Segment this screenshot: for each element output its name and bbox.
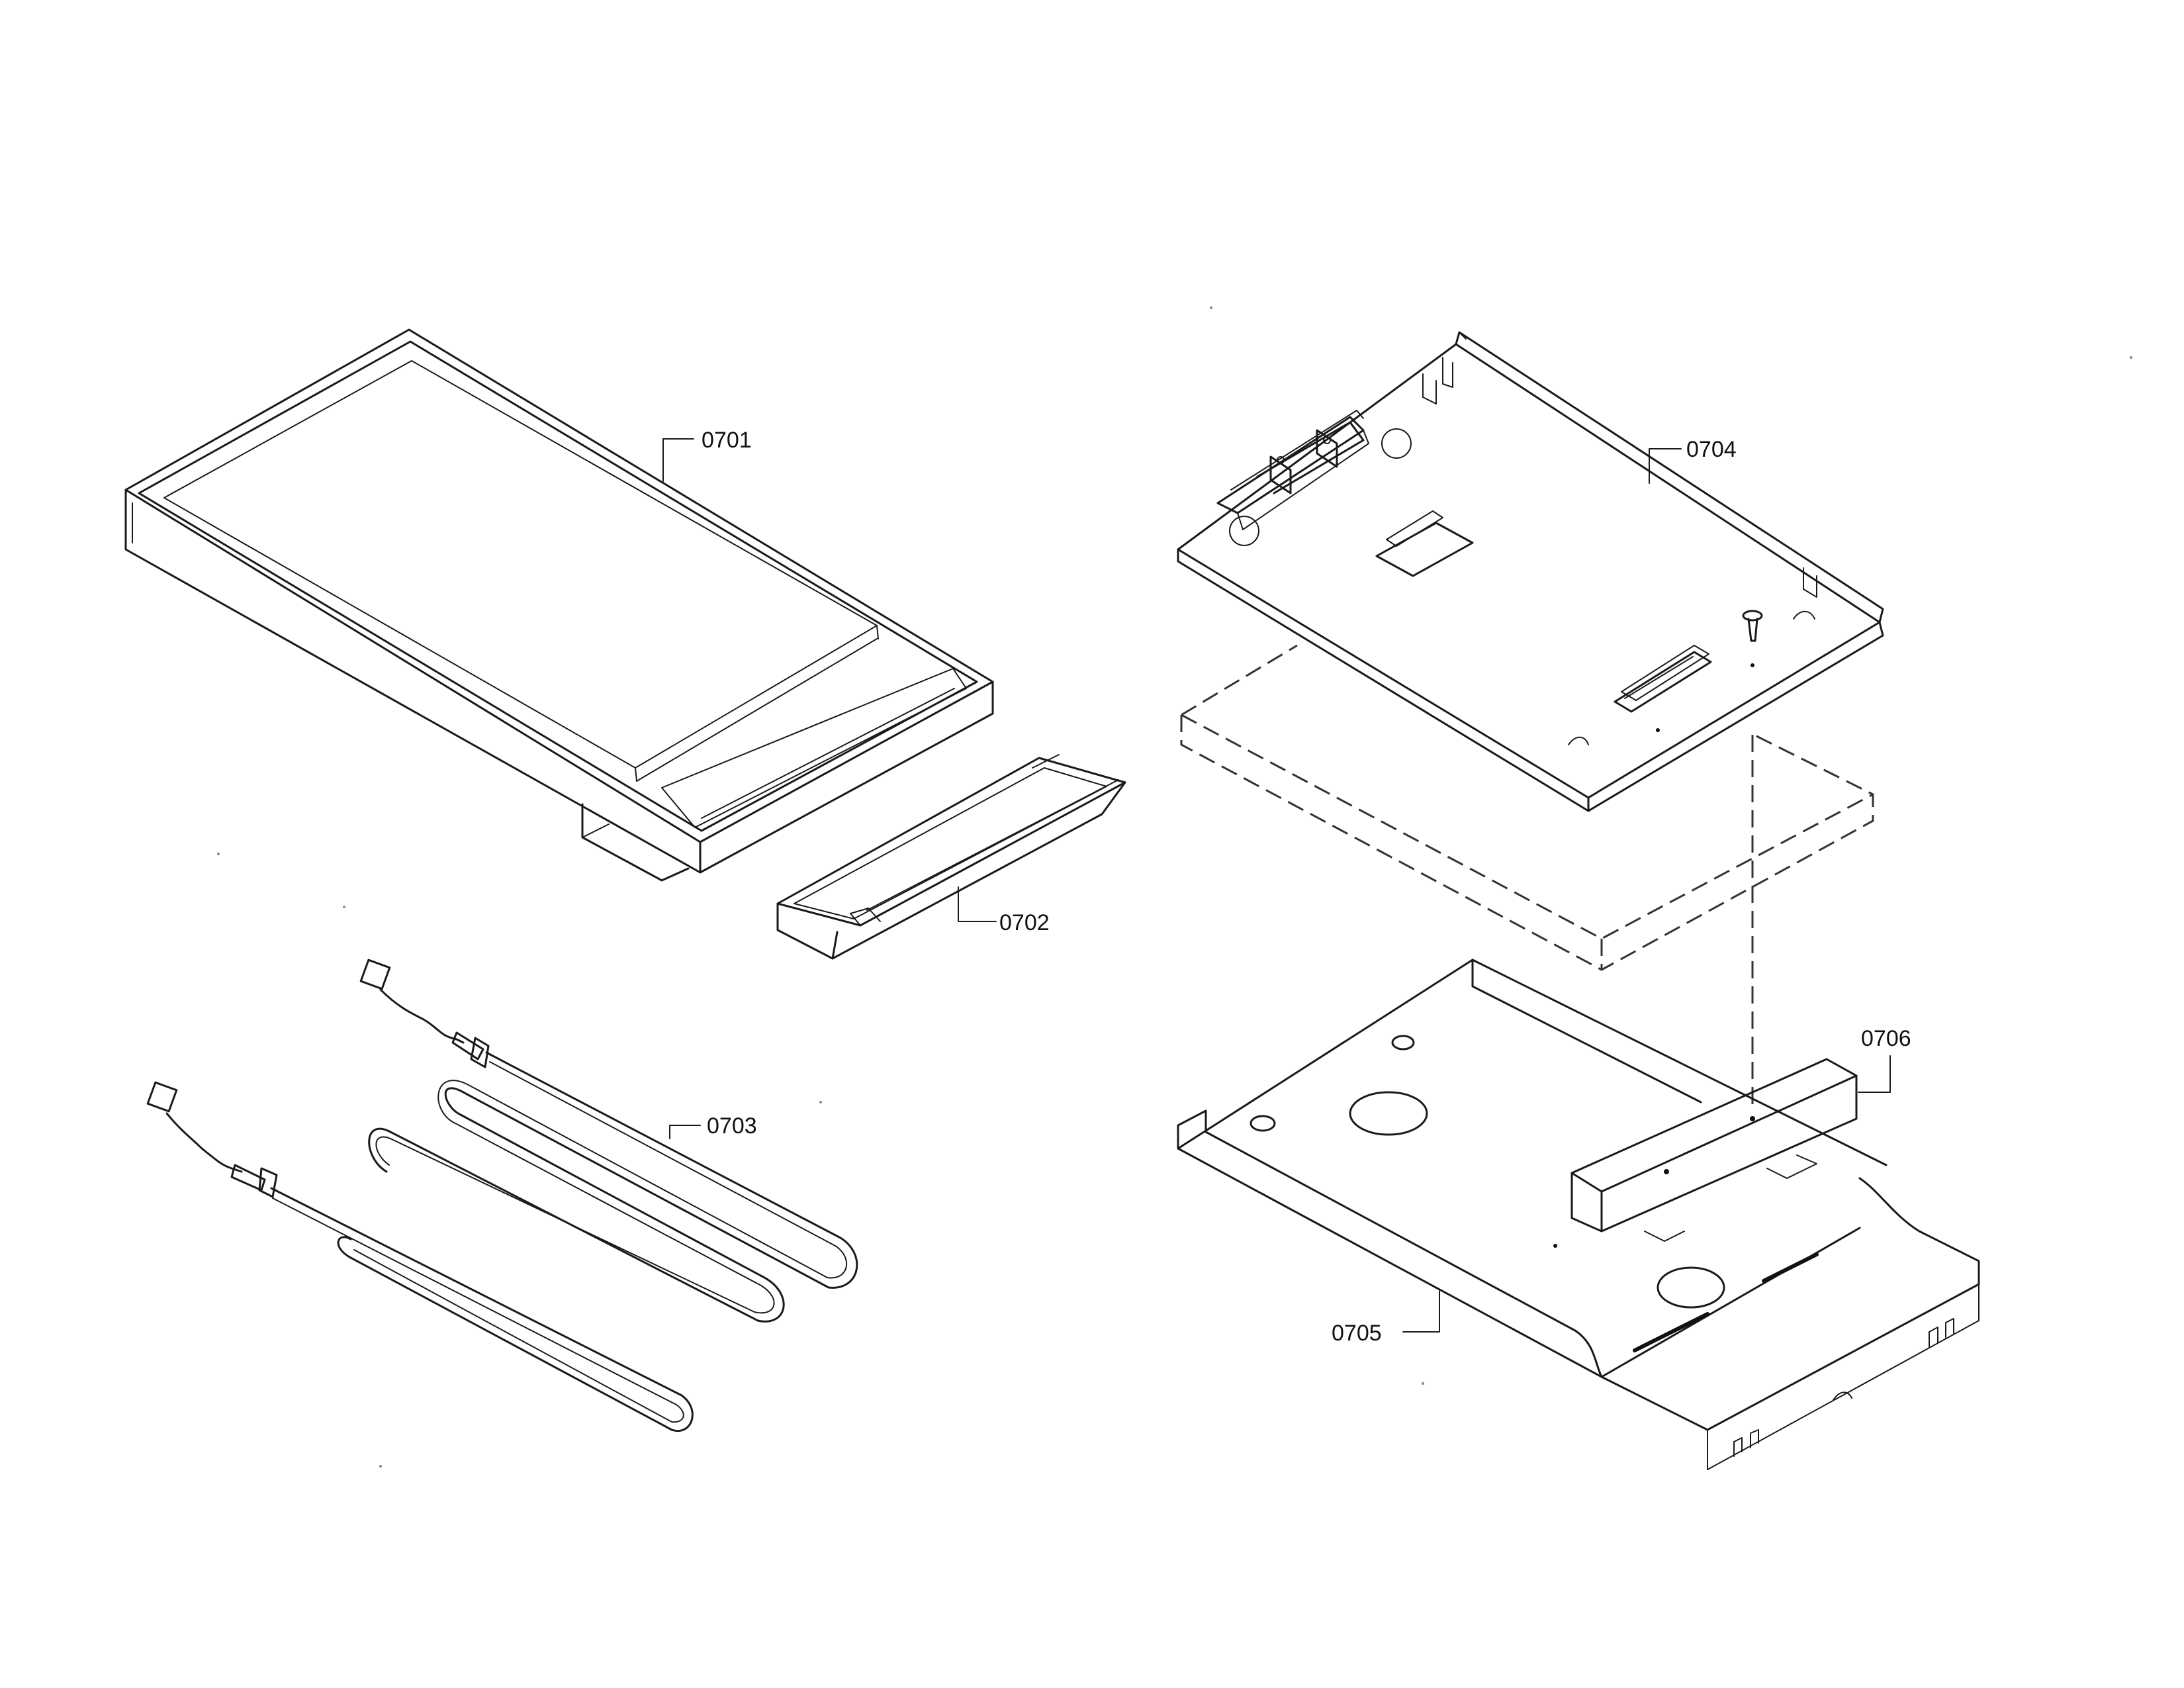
scan-specks (217, 306, 2132, 1468)
heating-element-lower (146, 1081, 694, 1432)
callout-0706: 0706 (1861, 1026, 1911, 1051)
support-plate-0704: 0704 (1177, 331, 1884, 812)
heating-elements-0703: 0703 (146, 959, 858, 1432)
insulation-pad-dashed (1180, 644, 1874, 1112)
callout-0702: 0702 (999, 910, 1050, 935)
angle-bracket-0706: 0706 (1570, 1026, 1911, 1233)
callout-0703: 0703 (707, 1113, 757, 1139)
heating-element-upper (359, 959, 858, 1323)
callout-0705: 0705 (1332, 1321, 1382, 1346)
base-pan-0705: 0705 (1177, 959, 1980, 1470)
callout-0701: 0701 (702, 428, 752, 453)
callout-0704: 0704 (1686, 437, 1737, 462)
griddle-tray-0701: 0701 (124, 328, 994, 882)
grease-trough-0702: 0702 (776, 754, 1126, 960)
screw-icon (1742, 610, 1763, 667)
